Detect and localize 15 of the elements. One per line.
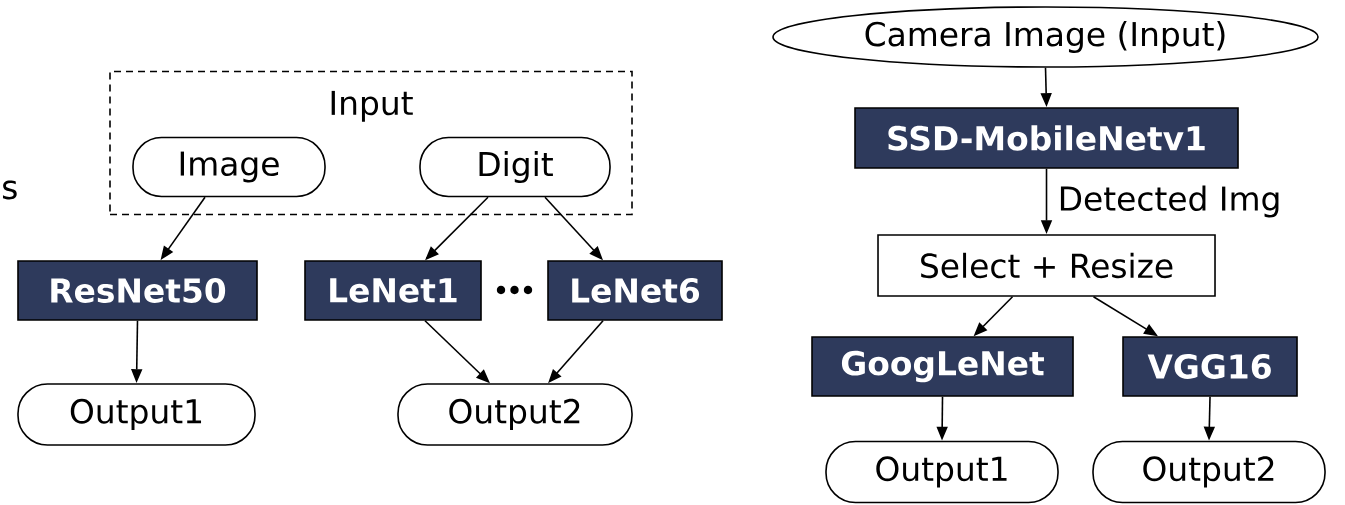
model-box: SSD-MobileNetv1 xyxy=(854,107,1239,169)
terminal-pill: Output1 xyxy=(17,383,256,446)
terminal-pill: Output2 xyxy=(397,383,633,446)
terminal-pill: Digit xyxy=(419,136,611,198)
model-box: ResNet50 xyxy=(17,260,258,321)
edge-label: Detected Img xyxy=(1056,184,1283,219)
model-box: LeNet6 xyxy=(547,260,723,321)
text-fragment: s xyxy=(3,180,17,200)
terminal-pill: Output1 xyxy=(825,440,1059,504)
model-box: LeNet1 xyxy=(304,260,482,321)
terminal-pill: Image xyxy=(132,136,326,198)
model-box: VGG16 xyxy=(1122,336,1298,397)
terminal-pill: Output2 xyxy=(1092,440,1326,504)
process-box: Select + Resize xyxy=(877,234,1216,297)
model-box: GoogLeNet xyxy=(811,336,1074,397)
